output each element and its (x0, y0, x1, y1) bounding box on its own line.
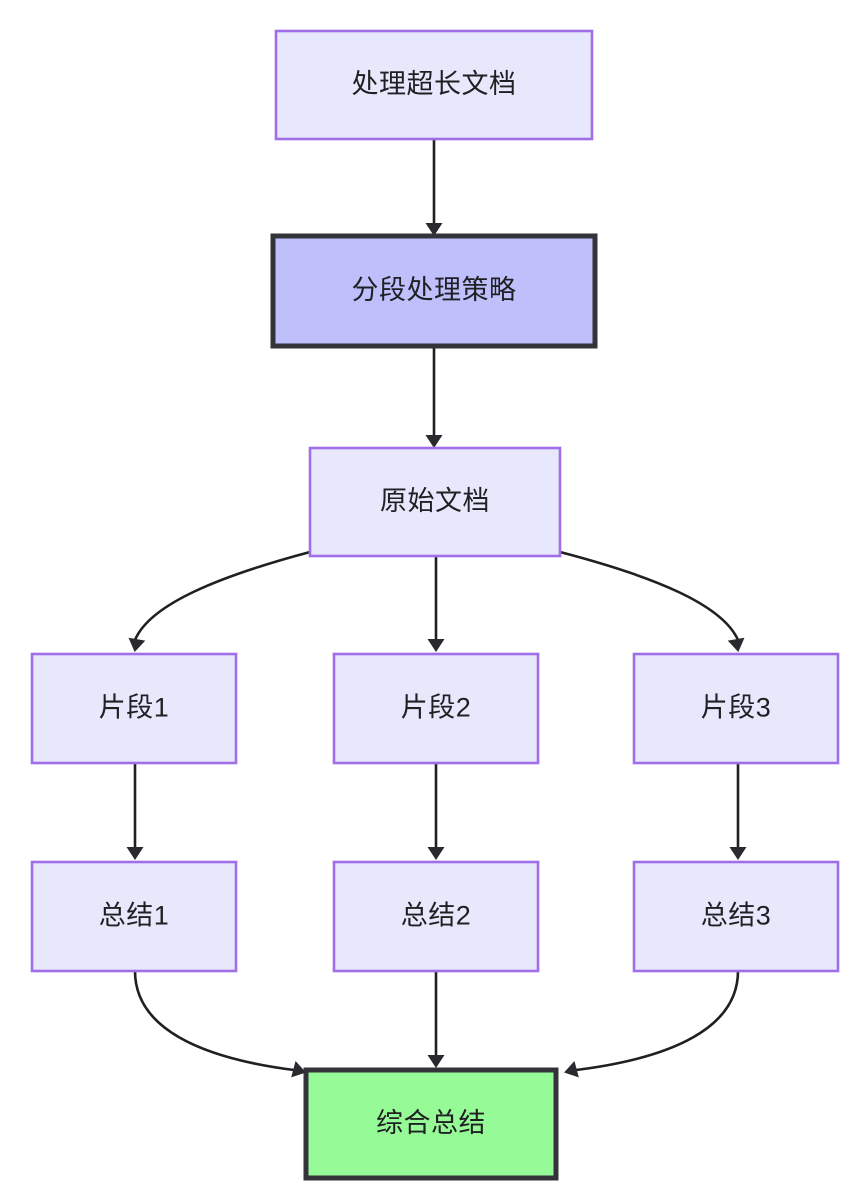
arrowhead-triangle (425, 223, 443, 236)
arrowhead-triangle (727, 637, 745, 652)
node-box-n7[interactable] (30, 860, 238, 973)
arrowhead-triangle (564, 1060, 579, 1078)
arrowhead-triangle (427, 847, 445, 860)
node-box-n4[interactable] (30, 652, 238, 765)
node-n5[interactable]: 片段2 (332, 652, 540, 765)
arrowhead-e8 (729, 847, 747, 860)
node-label-n2: 分段处理策略 (352, 275, 517, 305)
node-n1[interactable]: 处理超长文档 (274, 29, 594, 141)
arrowhead-e11 (564, 1060, 579, 1078)
node-box-n2[interactable] (270, 233, 598, 349)
node-n9[interactable]: 总结3 (632, 860, 840, 973)
node-label-n8: 总结2 (401, 901, 472, 931)
node-n7[interactable]: 总结1 (30, 860, 238, 973)
arrowhead-e4 (427, 639, 445, 652)
arrowhead-triangle (291, 1060, 306, 1078)
node-label-n5: 片段2 (401, 693, 472, 723)
arrowhead-triangle (126, 847, 144, 860)
node-label-n7: 总结1 (99, 901, 170, 931)
node-n8[interactable]: 总结2 (332, 860, 540, 973)
node-label-n10: 综合总结 (376, 1108, 486, 1138)
arrowhead-triangle (128, 637, 146, 652)
arrowhead-triangle (729, 847, 747, 860)
node-box-n1[interactable] (274, 29, 594, 141)
arrowhead-e2 (425, 435, 443, 448)
node-n6[interactable]: 片段3 (632, 652, 840, 765)
node-n3[interactable]: 原始文档 (308, 446, 562, 558)
node-n2[interactable]: 分段处理策略 (270, 233, 598, 349)
arrowhead-triangle (427, 1055, 445, 1068)
node-n10[interactable]: 综合总结 (303, 1067, 559, 1181)
node-box-n5[interactable] (332, 652, 540, 765)
node-box-n6[interactable] (632, 652, 840, 765)
arrowhead-e5 (727, 637, 745, 652)
node-label-n3: 原始文档 (380, 486, 490, 516)
arrowhead-e6 (126, 847, 144, 860)
node-box-n3[interactable] (308, 446, 562, 558)
arrowhead-e9 (291, 1060, 306, 1078)
node-n4[interactable]: 片段1 (30, 652, 238, 765)
edge-n3-to-n6 (559, 550, 740, 641)
arrowheads-layer (126, 223, 747, 1078)
arrowhead-e7 (427, 847, 445, 860)
arrowhead-triangle (425, 435, 443, 448)
edge-n3-to-n4 (133, 550, 311, 641)
arrowhead-e10 (427, 1055, 445, 1068)
arrowhead-e1 (425, 223, 443, 236)
node-box-n9[interactable] (632, 860, 840, 973)
node-box-n8[interactable] (332, 860, 540, 973)
node-label-n4: 片段1 (99, 693, 170, 723)
node-label-n6: 片段3 (701, 693, 772, 723)
arrowhead-triangle (427, 639, 445, 652)
node-box-n10[interactable] (303, 1067, 559, 1181)
edge-n7-to-n10 (133, 970, 295, 1072)
node-label-n9: 总结3 (701, 901, 772, 931)
arrowhead-e3 (128, 637, 146, 652)
edges-layer (133, 139, 740, 1072)
node-label-n1: 处理超长文档 (352, 69, 517, 99)
edge-n9-to-n10 (575, 970, 740, 1072)
